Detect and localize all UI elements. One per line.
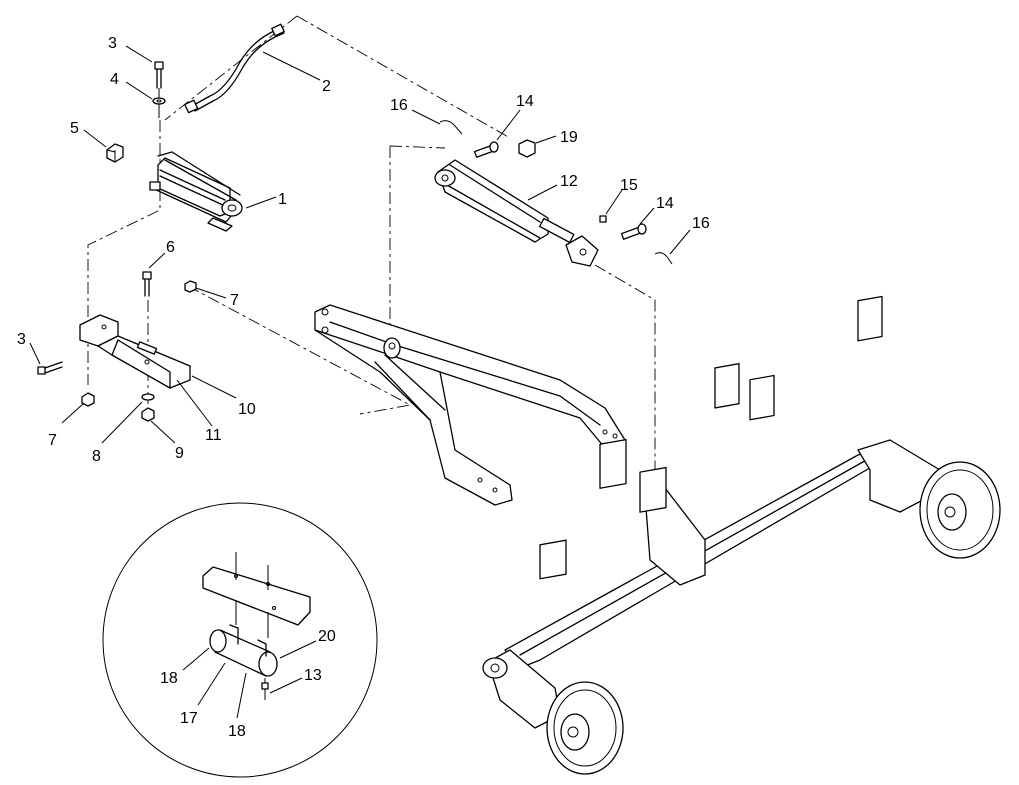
callout-8: 8 [92,448,101,465]
clevis-pin-right [620,223,647,240]
callout-18-bottom: 18 [228,723,246,740]
callout-2: 2 [322,78,331,95]
axle-frame [482,295,941,729]
callout-3-top: 3 [108,35,117,52]
leader-lines [29,45,691,719]
spacer-block [106,143,124,163]
bushing-19 [518,139,536,158]
hitch-tongue [314,304,626,506]
mounting-bracket [79,314,191,389]
callout-11: 11 [205,427,222,444]
callout-5: 5 [70,120,79,137]
callout-19: 19 [560,129,578,146]
bolt-lower-left [37,361,63,375]
callout-13: 13 [304,667,322,684]
callout-14-lower: 14 [656,195,674,212]
detail-inset [102,502,378,778]
callout-10: 10 [238,401,256,418]
hydraulic-hose [184,23,285,114]
callout-15: 15 [620,177,638,194]
hair-pin-top [439,120,463,135]
callout-7-lower: 7 [48,432,57,449]
bolt-top [154,61,164,118]
callout-7-upper: 7 [230,292,239,309]
callout-16-upper: 16 [390,97,408,114]
callout-12: 12 [560,173,578,190]
clevis-pin-top [473,141,499,158]
washer-top [152,97,166,105]
callout-16-lower: 16 [692,215,710,232]
callout-18-left: 18 [160,670,178,687]
callout-14-upper: 14 [516,93,534,110]
callout-6: 6 [166,239,175,256]
callout-20: 20 [318,628,336,645]
wheel-right [919,461,1001,559]
nut-upper-right [184,280,197,293]
callout-labels: 3 4 5 2 1 6 7 3 10 11 7 8 9 16 14 19 12 … [17,35,710,740]
callout-1: 1 [278,191,287,208]
hydraulic-cylinder [434,159,599,267]
callout-3-lower: 3 [17,331,26,348]
nut-lower-left [81,392,95,407]
hand-pump [149,151,243,232]
nut-lower-right [141,407,155,422]
grease-fitting [599,215,607,223]
lock-washer [141,393,155,401]
bolt-middle [142,271,152,297]
callout-17: 17 [180,710,198,727]
callout-4: 4 [110,71,119,88]
hair-pin-right [654,252,673,265]
callout-9: 9 [175,445,184,462]
wheel-left [546,681,624,775]
